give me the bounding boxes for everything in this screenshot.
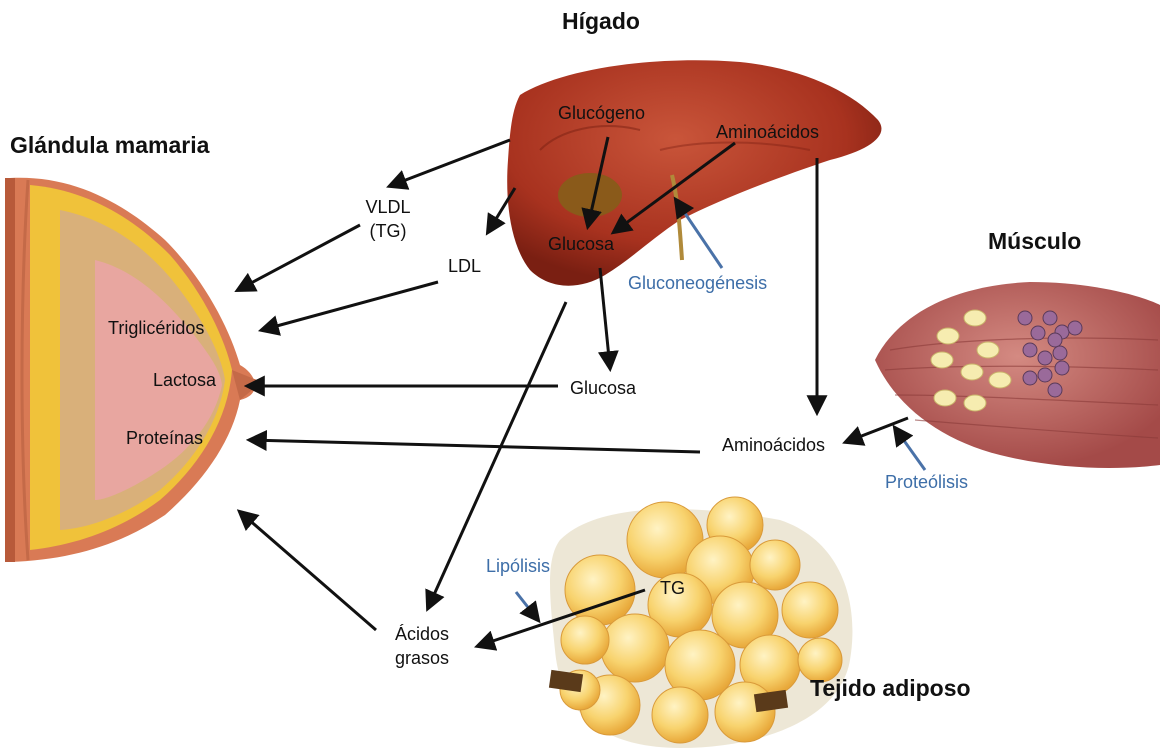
- arrow-lipolysis: [516, 592, 538, 620]
- arrow-fatty-acids-to-mammary: [240, 512, 376, 630]
- mammary-gland-illustration: [10, 178, 262, 562]
- muscle-illustration: [875, 282, 1160, 468]
- liver-glycogen-label: Glucógeno: [558, 103, 645, 123]
- liver-title: Hígado: [562, 8, 640, 35]
- liver-glucose-label: Glucosa: [548, 234, 614, 254]
- vldl-label-line2: (TG): [360, 221, 416, 241]
- adipose-tissue-title: Tejido adiposo: [810, 675, 971, 702]
- liver-aminoacids-label: Aminoácidos: [716, 122, 819, 142]
- vldl-label: VLDL (TG): [360, 197, 416, 241]
- arrow-vldl-to-mammary: [238, 225, 360, 290]
- lipolysis-label: Lipólisis: [486, 556, 550, 576]
- arrow-ldl-to-mammary: [262, 282, 438, 330]
- lactose-label: Lactosa: [153, 370, 216, 390]
- fatty-acids-label-line1: Ácidos: [384, 624, 460, 644]
- aminoacids-blood-label: Aminoácidos: [722, 435, 825, 455]
- proteins-label: Proteínas: [126, 428, 203, 448]
- triglycerides-label: Triglicéridos: [108, 318, 204, 338]
- ldl-label: LDL: [448, 256, 481, 276]
- fatty-acids-label: Ácidos grasos: [384, 624, 460, 668]
- arrow-liver-glucose-to-blood: [600, 268, 610, 368]
- arrow-muscle-to-aminoacids: [846, 418, 908, 442]
- vldl-label-line1: VLDL: [360, 197, 416, 217]
- fatty-acids-label-line2: grasos: [384, 648, 460, 668]
- proteolysis-label: Proteólisis: [885, 472, 968, 492]
- tg-adipose-label: TG: [660, 578, 685, 598]
- muscle-title: Músculo: [988, 228, 1081, 255]
- glucose-blood-label: Glucosa: [570, 378, 636, 398]
- arrow-proteolysis: [895, 428, 925, 470]
- mammary-gland-title: Glándula mamaria: [10, 132, 209, 159]
- adipose-illustration: [549, 497, 853, 748]
- arrow-liver-to-vldl: [390, 140, 510, 186]
- gluconeogenesis-label: Gluconeogénesis: [628, 273, 767, 293]
- arrow-aminoacids-to-mammary: [250, 440, 700, 452]
